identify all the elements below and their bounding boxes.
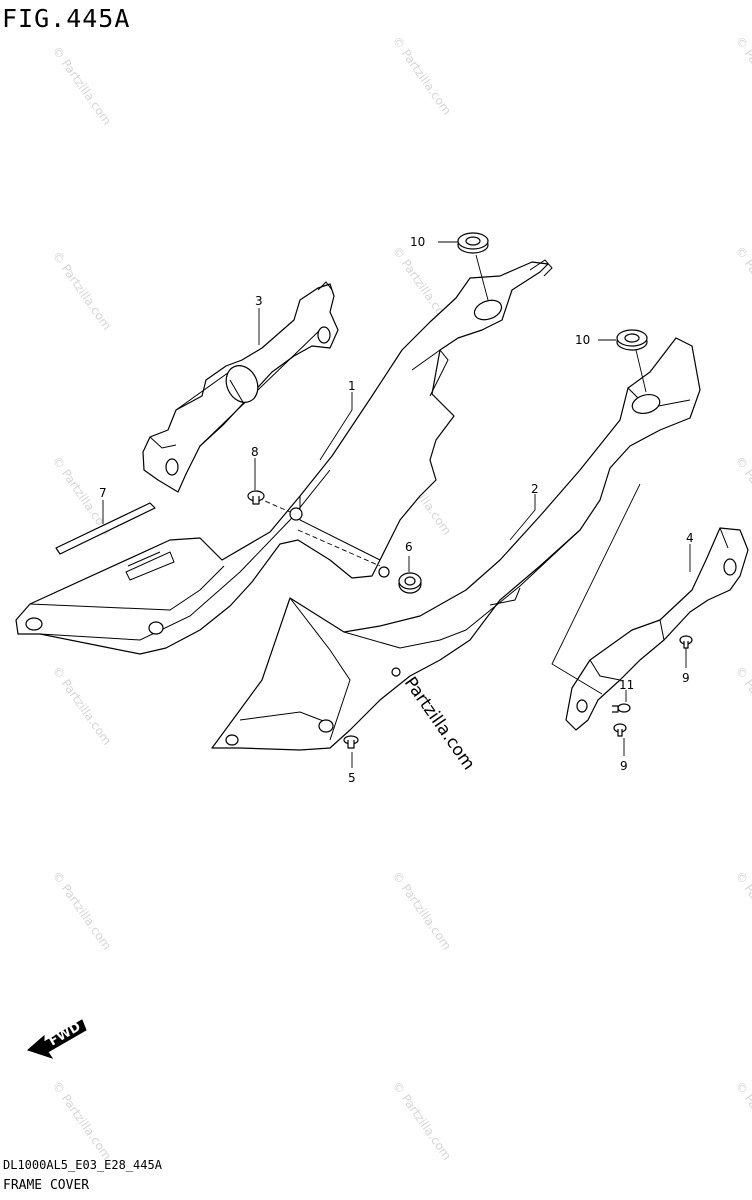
watermark-logo: Partzilla.com bbox=[400, 673, 479, 774]
callout-label: 10 bbox=[410, 235, 425, 249]
callout-label: 10 bbox=[575, 333, 590, 347]
part-3-bracket bbox=[142, 281, 339, 493]
callout-label: 9 bbox=[620, 759, 628, 773]
callout-label: 3 bbox=[255, 294, 263, 308]
leader-lines bbox=[102, 241, 691, 768]
part-9-screw bbox=[613, 723, 627, 737]
watermark: © Partzilla.com bbox=[50, 869, 115, 953]
part-10-grommet bbox=[616, 329, 648, 351]
watermark: © Partzilla.com bbox=[50, 44, 115, 128]
part-6-grommet bbox=[398, 572, 422, 594]
callout-label: 8 bbox=[251, 445, 259, 459]
watermark: © Partzilla.com bbox=[50, 249, 115, 333]
part-7-trim-strip bbox=[55, 502, 156, 555]
watermark: © Partzilla.com bbox=[733, 454, 752, 538]
watermark: © Partzilla.com bbox=[733, 869, 752, 953]
fwd-label: FWD bbox=[47, 1019, 84, 1049]
part-2-right-frame-cover bbox=[211, 337, 701, 751]
watermark: © Partzilla.com bbox=[733, 664, 752, 748]
watermark: © Partzilla.com bbox=[390, 869, 455, 953]
watermark: © Partzilla.com bbox=[733, 1079, 752, 1163]
fwd-arrow-icon: FWD bbox=[27, 1019, 87, 1059]
watermark: © Partzilla.com bbox=[733, 34, 752, 118]
callout-label: 1 bbox=[348, 379, 356, 393]
part-1-left-frame-cover bbox=[15, 259, 553, 655]
part-9-screw bbox=[679, 635, 693, 649]
figure-title: FIG.445A bbox=[2, 4, 131, 33]
part-4-bracket bbox=[565, 527, 749, 731]
watermark: © Partzilla.com bbox=[50, 664, 115, 748]
part-5-screw bbox=[343, 735, 359, 749]
watermark: © Partzilla.com bbox=[733, 244, 752, 328]
assembly-line bbox=[257, 497, 291, 513]
callout-label: 6 bbox=[405, 540, 413, 554]
figure-name: FRAME COVER bbox=[3, 1178, 90, 1193]
watermark: © Partzilla.com bbox=[390, 34, 455, 118]
assembly-line bbox=[551, 483, 641, 695]
callout-label: 11 bbox=[619, 678, 634, 692]
assembly-line bbox=[297, 529, 381, 567]
callout-label: 9 bbox=[682, 671, 690, 685]
figure-code: DL1000AL5_E03_E28_445A bbox=[3, 1158, 162, 1172]
callout-label: 2 bbox=[531, 482, 539, 496]
watermark: © Partzilla.com bbox=[50, 1079, 115, 1163]
callout-label: 4 bbox=[686, 531, 694, 545]
part-10-grommet bbox=[457, 232, 489, 254]
callout-label: 5 bbox=[348, 771, 356, 785]
callout-label: 7 bbox=[99, 486, 107, 500]
part-8-screw bbox=[247, 490, 265, 505]
watermark: © Partzilla.com bbox=[390, 1079, 455, 1163]
part-11-screw bbox=[612, 703, 631, 713]
